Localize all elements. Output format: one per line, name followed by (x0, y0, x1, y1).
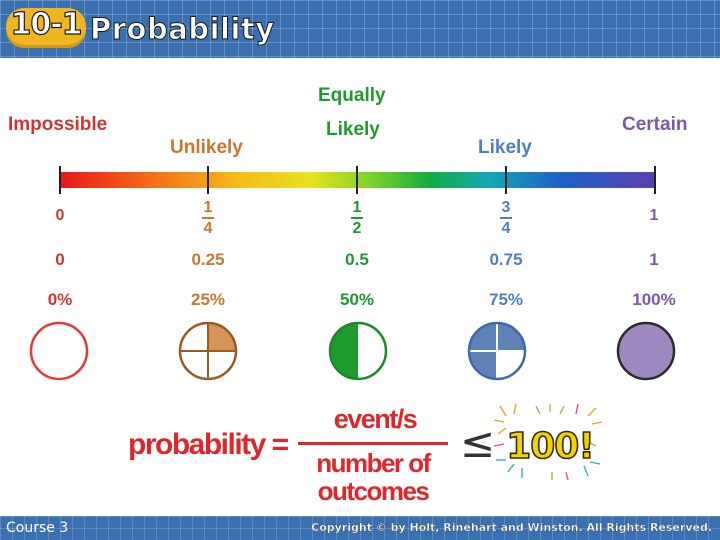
lesson-badge (6, 8, 86, 48)
formula-denominator: number of outcomes (298, 449, 448, 505)
decimal-05: 0.5 (345, 250, 369, 269)
label-certain: Certain (622, 114, 688, 135)
decimal-0: 0 (55, 250, 65, 269)
decimal-025: 0.25 (191, 250, 225, 269)
circle-model-0 (29, 321, 89, 381)
less-than-or-equal-symbol: ≤ (460, 418, 496, 467)
label-likely-equally: Likely (326, 119, 380, 140)
hundred-text: 100! (506, 426, 594, 467)
label-unlikely: Unlikely (170, 137, 243, 158)
page-title: Probability (90, 12, 275, 47)
tick-quarter (207, 166, 209, 194)
circle-outline (328, 321, 388, 381)
denominator-line-1: number of (316, 448, 431, 478)
circle-model-100 (616, 321, 676, 381)
denominator-line-2: outcomes (317, 476, 430, 506)
percent-75: 75% (488, 290, 524, 309)
circle-outline (178, 321, 238, 381)
formula-lhs: probability = (128, 428, 289, 461)
header-bar: 10-1 Probability (0, 0, 720, 58)
fraction-1: 1 (649, 207, 659, 224)
tick-three-quarters (505, 166, 507, 194)
circle-filled-area (208, 323, 236, 351)
tick-half (356, 166, 358, 194)
percent-100: 100% (632, 290, 676, 309)
label-likely: Likely (478, 137, 532, 158)
tick-1 (654, 166, 656, 194)
circle-filled-area (330, 323, 358, 379)
footer-bar: Course 3 Copyright © by Holt, Rinehart a… (0, 516, 720, 540)
circle-outline (616, 321, 676, 381)
decimal-075: 0.75 (489, 250, 523, 269)
firework-burst-icon (493, 403, 603, 481)
fraction-bar (298, 442, 448, 445)
circle-outline (29, 321, 89, 381)
probability-number-line (60, 172, 656, 188)
label-impossible: Impossible (8, 114, 108, 135)
hundred-burst-image: 100! (493, 403, 603, 481)
copyright-notice: Copyright © by Holt, Rinehart and Winsto… (311, 521, 712, 534)
decimal-1: 1 (649, 250, 659, 269)
circle-model-50 (328, 321, 388, 381)
percent-25: 25% (190, 290, 226, 309)
circle-model-75 (467, 321, 527, 381)
formula-numerator: event/s (333, 404, 418, 434)
fraction-0: 0 (55, 207, 65, 224)
circle-background (31, 323, 87, 379)
course-label: Course 3 (6, 520, 69, 536)
tick-0 (59, 166, 61, 194)
circle-model-25 (178, 321, 238, 381)
lesson-number: 10-1 (10, 6, 83, 42)
percent-50: 50% (339, 290, 375, 309)
circle-outline (467, 321, 527, 381)
percent-0: 0% (47, 290, 73, 309)
circle-filled-area (618, 323, 674, 379)
label-equally: Equally (318, 85, 386, 106)
